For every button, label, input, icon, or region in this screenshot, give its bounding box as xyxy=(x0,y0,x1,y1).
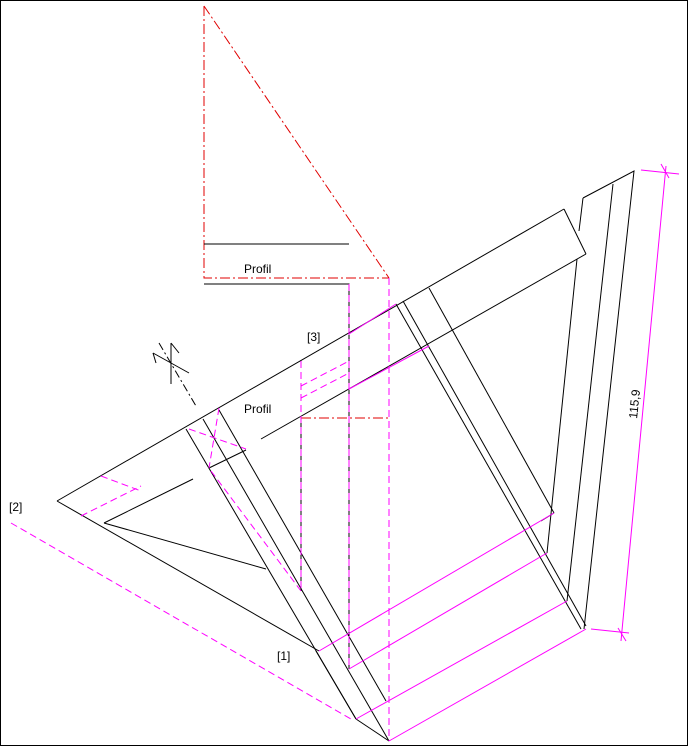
dimension-label: 115,9 xyxy=(626,389,643,420)
rafter-geometry xyxy=(56,170,635,742)
profil-label-mid: Profil xyxy=(244,402,271,416)
marker-2-label: [2] xyxy=(9,500,22,514)
profil-label-top: Profil xyxy=(244,262,271,276)
construction-lines xyxy=(10,163,680,742)
marker-3-label: [3] xyxy=(307,330,320,344)
dimension-line xyxy=(620,165,667,642)
section-profile xyxy=(203,5,390,669)
marker-1-label: [1] xyxy=(277,649,290,663)
view-direction-symbol-icon xyxy=(152,342,197,407)
